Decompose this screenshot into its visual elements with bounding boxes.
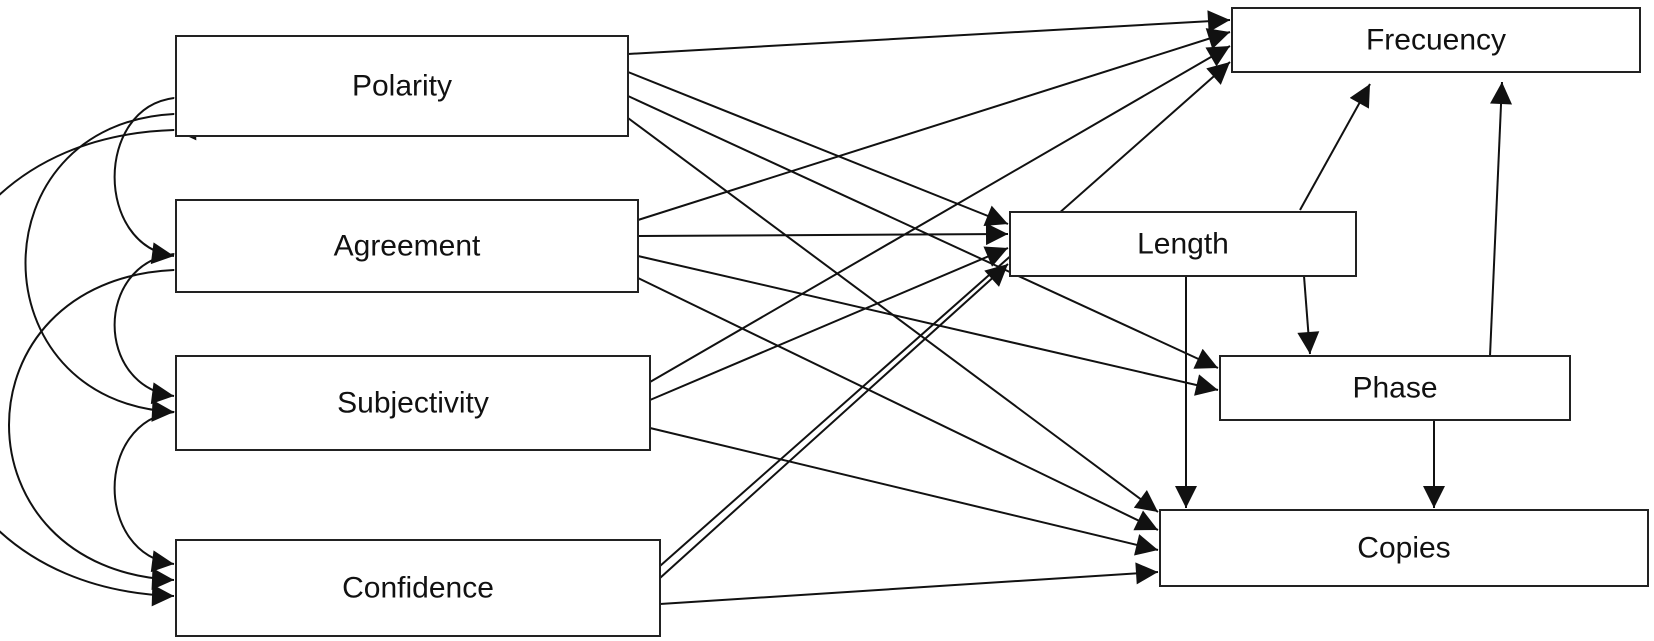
edge-confidence-to-copies [659,562,1159,605]
node-phase: Phase [1219,355,1571,421]
edge-polarity-to-frecuency [627,10,1231,55]
node-box-length [1009,211,1357,277]
node-label-phase: Phase [1352,372,1437,405]
edge-polarity-to-length [627,71,1009,227]
node-box-subjectivity [175,355,651,451]
covariance-agreement-subjectivity [113,240,198,405]
edge-agreement-to-frecuency [637,28,1231,221]
edge-subjectivity-to-copies [649,427,1159,556]
node-box-confidence [175,539,661,637]
covariance-agreement-confidence [8,257,197,590]
node-polarity: Polarity [175,35,629,137]
node-length: Length [1009,211,1357,277]
edge-length-to-phase [1297,275,1320,355]
node-box-copies [1159,509,1649,587]
node-label-polarity: Polarity [352,70,452,103]
node-label-confidence: Confidence [342,572,494,605]
edge-confidence-to-frecuency [659,61,1231,567]
edge-agreement-to-length [637,223,1009,246]
node-frecuency: Frecuency [1231,7,1641,73]
node-box-phase [1219,355,1571,421]
node-box-polarity [175,35,629,137]
node-box-agreement [175,199,639,293]
edge-subjectivity-to-length [649,246,1009,401]
edges-layer [0,10,1513,607]
edge-phase-to-frecuency [1489,81,1513,357]
node-label-copies: Copies [1357,532,1450,565]
edge-confidence-to-length [659,263,1009,579]
edge-polarity-to-phase [627,95,1219,369]
node-label-subjectivity: Subjectivity [337,387,489,420]
node-label-agreement: Agreement [334,230,481,263]
node-label-length: Length [1137,228,1229,261]
node-agreement: Agreement [175,199,639,293]
edge-agreement-to-copies [637,277,1159,531]
covariance-polarity-subjectivity [24,101,197,422]
node-copies: Copies [1159,509,1649,587]
edge-subjectivity-to-frecuency [649,45,1231,383]
edge-length-to-frecuency [1299,83,1371,211]
node-subjectivity: Subjectivity [175,355,651,451]
covariance-subjectivity-confidence [113,398,198,573]
edge-agreement-to-phase [637,255,1219,396]
node-box-frecuency [1231,7,1641,73]
node-label-frecuency: Frecuency [1366,24,1506,57]
covariance-polarity-agreement [113,84,198,265]
node-confidence: Confidence [175,539,661,637]
covariance-polarity-confidence [0,118,197,607]
